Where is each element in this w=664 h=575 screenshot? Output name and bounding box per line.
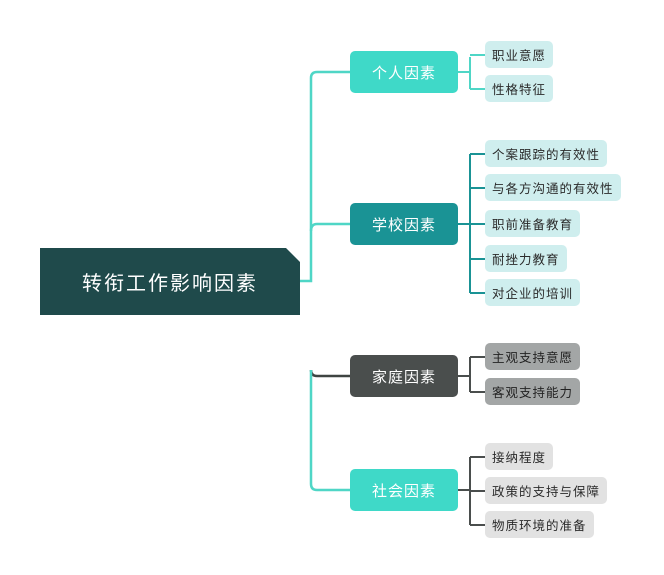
connector-social	[309, 370, 350, 492]
social-leaf-connectors	[458, 456, 485, 526]
branch-social-factors[interactable]: 社会因素	[350, 469, 458, 511]
family-leaf-connectors	[458, 356, 485, 393]
leaf-pre-employment-education[interactable]: 职前准备教育	[485, 210, 581, 237]
leaf-personality-traits[interactable]: 性格特征	[485, 75, 554, 102]
school-leaf-connectors	[458, 153, 485, 294]
leaf-label: 性格特征	[492, 82, 547, 97]
leaf-acceptance-level[interactable]: 接纳程度	[485, 443, 554, 470]
leaf-career-willingness[interactable]: 职业意愿	[485, 41, 554, 68]
connector-school	[309, 222, 350, 232]
connector-personal	[300, 70, 350, 283]
corner-fold	[286, 248, 300, 262]
leaf-communication[interactable]: 与各方沟通的有效性	[485, 174, 621, 201]
leaf-label: 主观支持意愿	[492, 350, 574, 365]
leaf-subjective-support[interactable]: 主观支持意愿	[485, 343, 581, 370]
leaf-label: 政策的支持与保障	[492, 484, 601, 499]
root-connectors	[300, 70, 350, 492]
root-topic[interactable]: 转衔工作影响因素	[40, 248, 300, 315]
branch-label: 个人因素	[371, 63, 436, 82]
leaf-objective-support[interactable]: 客观支持能力	[485, 378, 581, 405]
branch-personal-factors[interactable]: 个人因素	[350, 51, 458, 93]
leaf-label: 个案跟踪的有效性	[492, 147, 601, 162]
leaf-label: 耐挫力教育	[492, 252, 560, 267]
leaf-label: 职前准备教育	[492, 217, 574, 232]
leaf-label: 接纳程度	[492, 450, 547, 465]
leaf-label: 与各方沟通的有效性	[492, 181, 614, 196]
leaf-enterprise-training[interactable]: 对企业的培训	[485, 279, 581, 306]
personal-leaf-connectors	[458, 54, 485, 90]
connector-family	[309, 369, 350, 378]
leaf-label: 对企业的培训	[492, 286, 574, 301]
leaf-label: 职业意愿	[492, 48, 547, 63]
leaf-resilience-education[interactable]: 耐挫力教育	[485, 245, 567, 272]
root-topic-label: 转衔工作影响因素	[82, 271, 258, 295]
branch-label: 社会因素	[371, 481, 436, 500]
branch-school-factors[interactable]: 学校因素	[350, 203, 458, 245]
leaf-policy-support[interactable]: 政策的支持与保障	[485, 477, 608, 504]
branch-family-factors[interactable]: 家庭因素	[350, 355, 458, 397]
branch-label: 学校因素	[371, 215, 436, 234]
leaf-physical-environment[interactable]: 物质环境的准备	[485, 511, 594, 538]
leaf-label: 物质环境的准备	[492, 518, 587, 533]
branch-label: 家庭因素	[371, 367, 436, 386]
leaf-label: 客观支持能力	[492, 385, 574, 400]
leaf-case-tracking[interactable]: 个案跟踪的有效性	[485, 140, 608, 167]
